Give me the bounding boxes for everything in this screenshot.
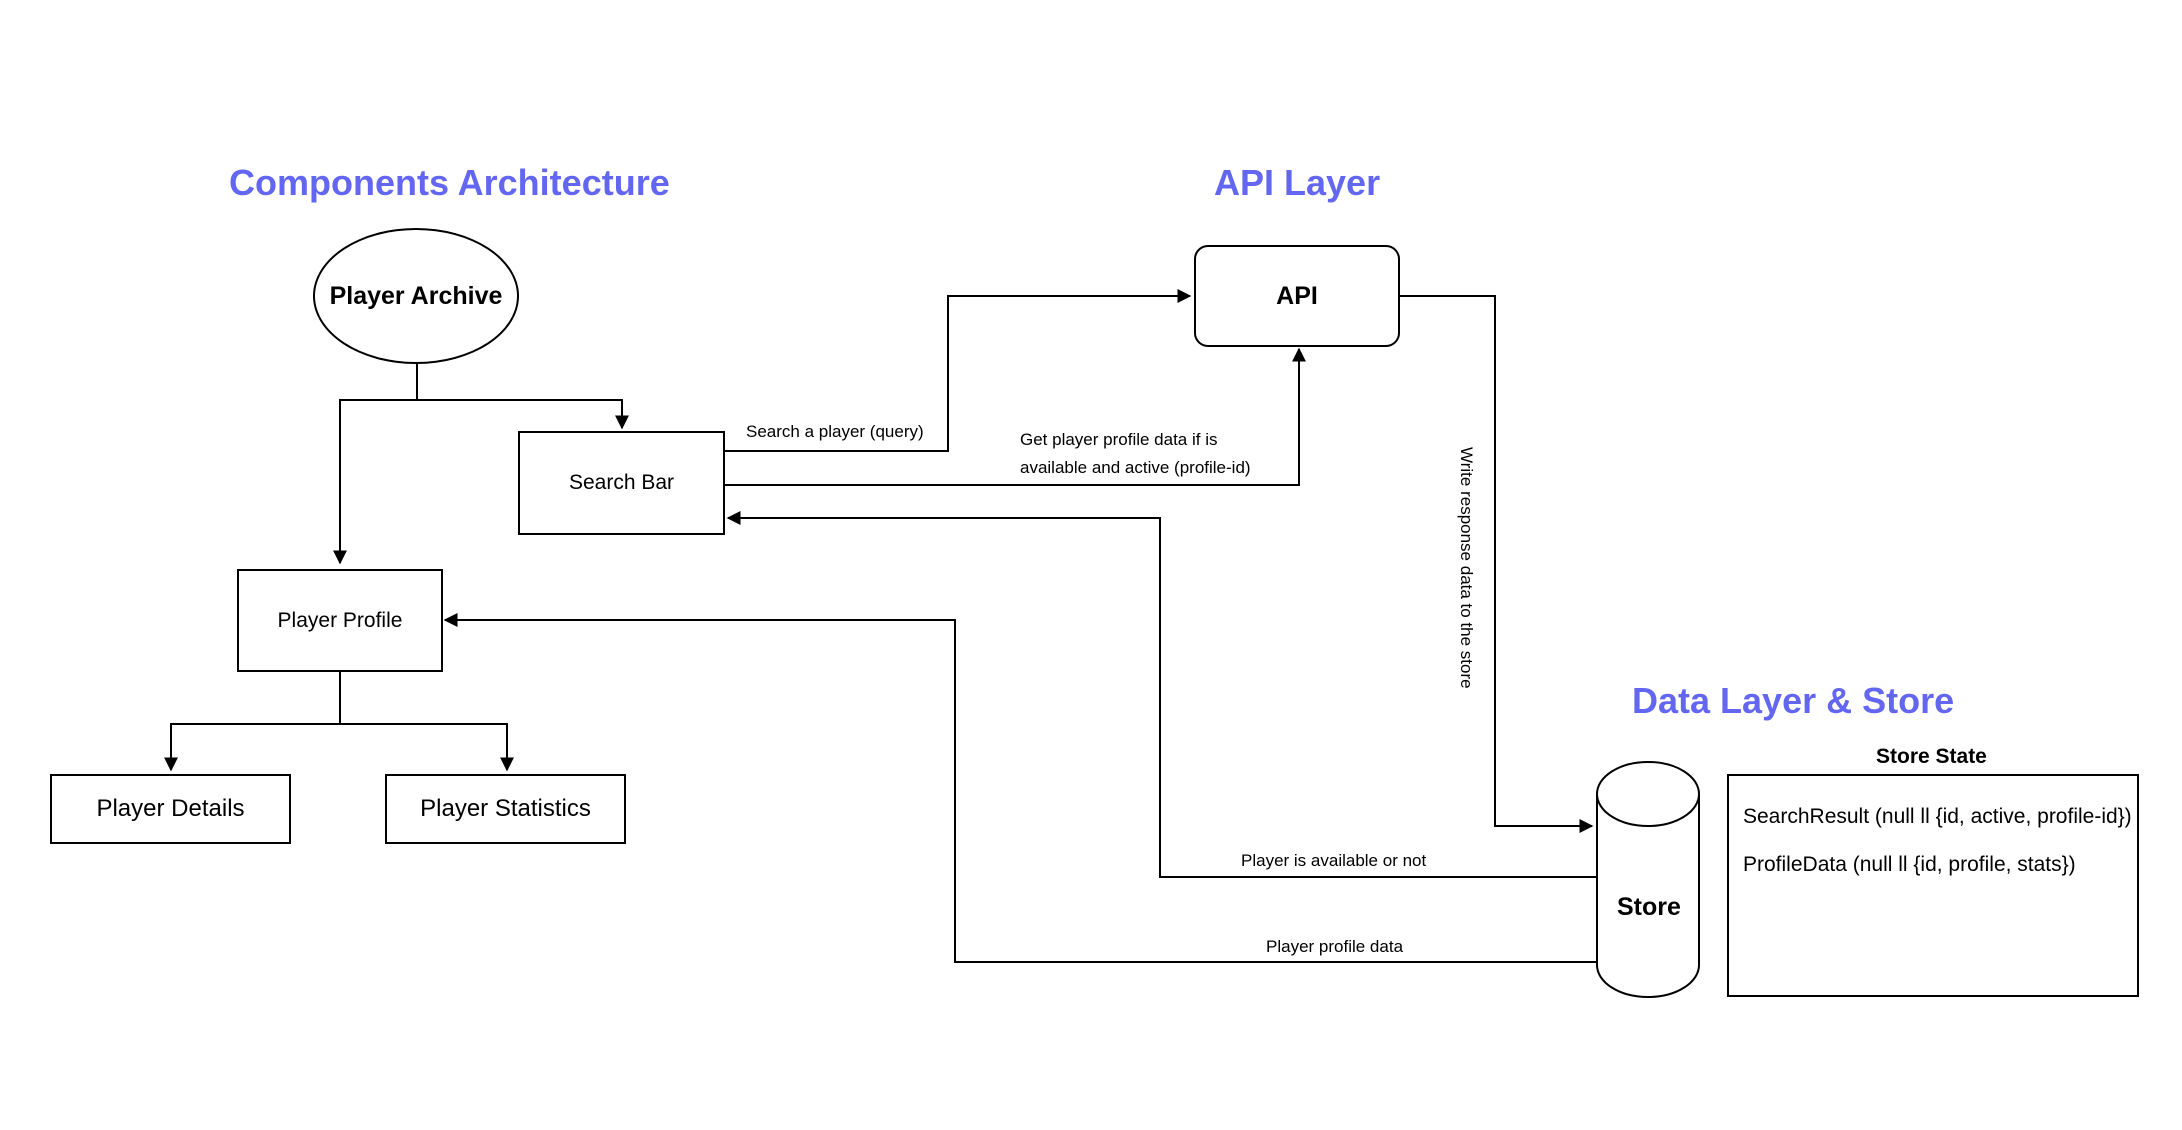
player-details-node[interactable]: Player Details — [50, 774, 291, 844]
data-section-title: Data Layer & Store — [1632, 680, 1955, 721]
store-label: Store — [1617, 893, 1681, 921]
edge-label-player-profile-data: Player profile data — [1266, 937, 1404, 956]
edge-profile-to-statistics — [340, 723, 514, 772]
edge-write-response — [1400, 295, 1594, 833]
api-label: API — [1276, 281, 1318, 310]
edge-search-query — [725, 289, 1192, 452]
player-profile-node[interactable]: Player Profile — [237, 569, 443, 672]
store-cylinder — [1596, 761, 1700, 998]
search-bar-node[interactable]: Search Bar — [518, 431, 725, 535]
player-archive-node[interactable]: Player Archive — [313, 228, 519, 364]
player-profile-label: Player Profile — [277, 608, 403, 632]
store-state-box: SearchResult (null ll {id, active, profi… — [1727, 774, 2139, 997]
edge-archive-to-profile — [333, 364, 418, 565]
api-section-title: API Layer — [1214, 162, 1381, 203]
store-state-title: Store State — [1876, 745, 1987, 768]
player-archive-label: Player Archive — [329, 281, 503, 310]
api-node[interactable]: API — [1194, 245, 1400, 347]
edge-archive-to-searchbar — [417, 399, 629, 430]
edge-player-available — [726, 511, 1597, 878]
player-details-label: Player Details — [96, 795, 245, 822]
store-state-item: SearchResult (null ll {id, active, profi… — [1743, 805, 2132, 828]
player-statistics-node[interactable]: Player Statistics — [385, 774, 626, 844]
edge-label-search-query: Search a player (query) — [746, 422, 924, 441]
edge-label-player-available: Player is available or not — [1241, 851, 1427, 870]
edge-label-get-profile-line1: Get player profile data if is — [1020, 430, 1218, 449]
edge-profile-to-details — [164, 672, 341, 772]
search-bar-label: Search Bar — [568, 471, 675, 494]
edge-player-profile-data — [443, 613, 1597, 963]
player-statistics-label: Player Statistics — [420, 795, 591, 822]
edge-label-write-response: Write response data to the store — [1457, 447, 1476, 689]
components-section-title: Components Architecture — [229, 162, 670, 203]
edge-label-get-profile-line2: available and active (profile-id) — [1020, 458, 1251, 477]
edge-get-profile — [725, 347, 1306, 486]
store-state-item: ProfileData (null ll {id, profile, stats… — [1743, 853, 2076, 876]
